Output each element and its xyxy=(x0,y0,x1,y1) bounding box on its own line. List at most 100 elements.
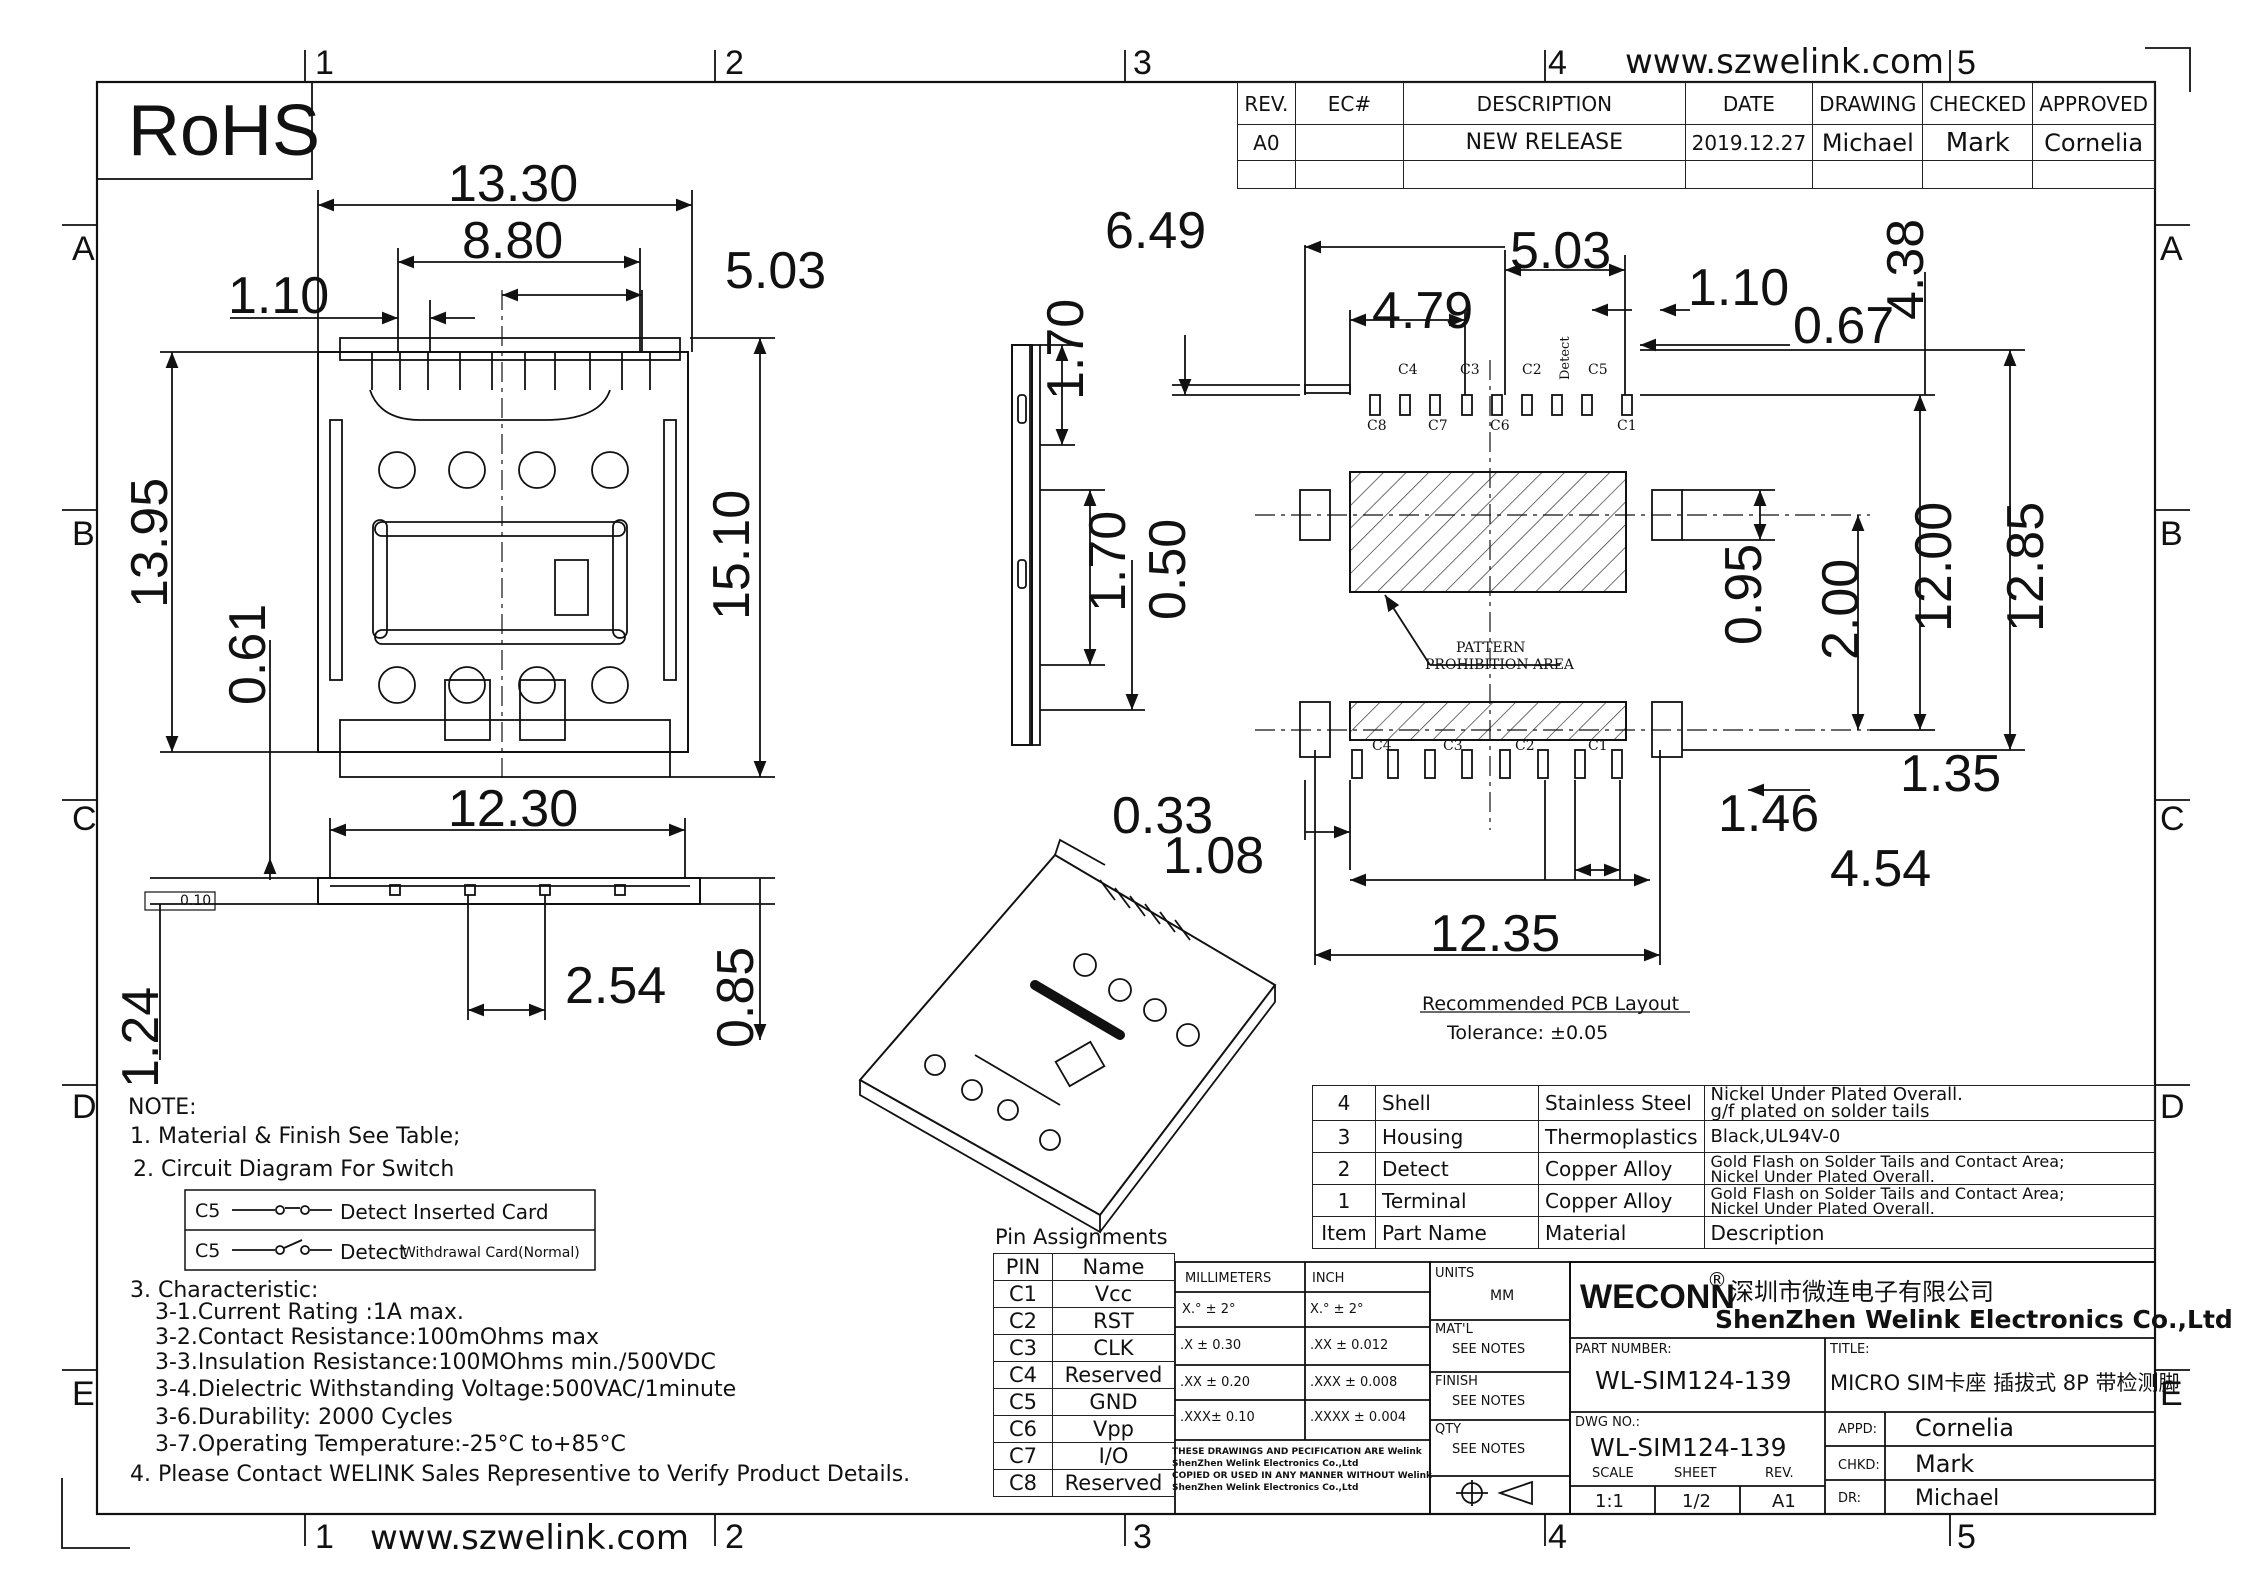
units-value: MM xyxy=(1490,1288,1515,1304)
rev-empty xyxy=(1294,160,1405,189)
tol-mm-0: X.° ± 2° xyxy=(1182,1302,1236,1317)
mat-item: 2 xyxy=(1312,1152,1376,1185)
qty-value: SEE NOTES xyxy=(1452,1442,1526,1457)
pad-label-c4-bottom: C4 xyxy=(1372,738,1392,754)
mat-part: Detect xyxy=(1375,1152,1539,1185)
notes-title: NOTE: xyxy=(128,1095,197,1120)
finish-label: FINISH xyxy=(1435,1374,1478,1389)
pin-assignments-title: Pin Assignments xyxy=(995,1225,1168,1249)
rev-empty xyxy=(1237,160,1296,189)
pin-id: C7 xyxy=(993,1442,1053,1470)
zone-bottom-5: 5 xyxy=(1957,1518,1976,1556)
dr-value: Michael xyxy=(1915,1486,2000,1511)
dim-13-30: 13.30 xyxy=(448,155,579,213)
dim-8-80: 8.80 xyxy=(462,212,564,270)
rev-header-description: DESCRIPTION xyxy=(1403,82,1686,125)
characteristic-2: 3-2.Contact Resistance:100mOhms max xyxy=(155,1325,599,1350)
prohibition-label: PROHIBITION AREA xyxy=(1425,657,1575,673)
rev-header-drawing: DRAWING xyxy=(1812,82,1924,125)
pad-label-c6: C6 xyxy=(1490,418,1510,434)
matl-value: SEE NOTES xyxy=(1452,1342,1526,1357)
characteristic-6: 3-7.Operating Temperature:-25°C to+85°C xyxy=(155,1432,626,1457)
switch1-pin: C5 xyxy=(195,1200,221,1222)
dim-0-61: 0.61 xyxy=(219,603,277,705)
revision-table: REV. EC# DESCRIPTION DATE DRAWING CHECKE… xyxy=(1237,82,2155,189)
pin-id: C5 xyxy=(993,1388,1053,1416)
table-row: 4 Shell Stainless Steel Nickel Under Pla… xyxy=(1312,1085,2156,1122)
mat-material: Thermoplastics xyxy=(1538,1120,1705,1153)
note-1: 1. Material & Finish See Table; xyxy=(130,1124,461,1149)
website-bottom[interactable]: www.szwelink.com xyxy=(370,1518,689,1558)
chkd-label: CHKD: xyxy=(1838,1458,1880,1473)
switch1-text: Detect Inserted Card xyxy=(340,1200,549,1224)
disclaimer-2: ShenZhen Welink Electronics Co.,Ltd xyxy=(1172,1459,1359,1469)
rev-value-rev: A0 xyxy=(1237,124,1296,161)
zone-right-a: A xyxy=(2160,230,2183,268)
website-top[interactable]: www.szwelink.com xyxy=(1625,42,1944,82)
rev-header-date: DATE xyxy=(1684,82,1814,125)
dim-4-79: 4.79 xyxy=(1372,282,1474,340)
dim-12-85: 12.85 xyxy=(1997,501,2055,632)
switch2-pin: C5 xyxy=(195,1240,221,1262)
dim-0-33: 0.33 xyxy=(1112,787,1214,845)
rev-value-ec xyxy=(1294,124,1405,161)
dwg-no[interactable]: WL-SIM124-139 xyxy=(1590,1433,1787,1462)
tol-mm-3: .XXX± 0.10 xyxy=(1180,1410,1255,1425)
part-number-label: PART NUMBER: xyxy=(1575,1342,1672,1357)
rev-header-checked: CHECKED xyxy=(1922,82,2034,125)
mat-desc-line2: g/f plated on solder tails xyxy=(1710,1101,1930,1122)
rev-value: A1 xyxy=(1772,1491,1796,1512)
dim-1-35: 1.35 xyxy=(1900,745,2002,803)
rev-empty xyxy=(1403,160,1686,189)
table-row: 1 Terminal Copper Alloy Gold Flash on So… xyxy=(1312,1184,2156,1217)
mat-part: Housing xyxy=(1375,1120,1539,1153)
pin-name: Reserved xyxy=(1052,1361,1175,1389)
mat-desc-line2: Nickel Under Plated Overall. xyxy=(1710,1166,1935,1186)
finish-value: SEE NOTES xyxy=(1452,1394,1526,1409)
tol-mm-1: .X ± 0.30 xyxy=(1180,1338,1242,1353)
pin-name: CLK xyxy=(1052,1334,1175,1362)
dim-12-35: 12.35 xyxy=(1430,905,1561,963)
flatness-value: 0.10 xyxy=(180,893,212,909)
tol-mm-header: MILLIMETERS xyxy=(1185,1271,1272,1286)
pin-name: Vpp xyxy=(1052,1415,1175,1443)
mat-header-part: Part Name xyxy=(1375,1216,1539,1249)
sheet-label: SHEET xyxy=(1674,1466,1717,1481)
disclaimer-3: COPIED OR USED IN ANY MANNER WITHOUT Wel… xyxy=(1172,1471,1433,1481)
mat-material: Stainless Steel xyxy=(1538,1085,1705,1121)
table-row: Item Part Name Material Description xyxy=(1312,1216,2156,1249)
mat-desc-line1: Gold Flash on Solder Tails and Contact A… xyxy=(1710,1151,2065,1171)
drawing-title: MICRO SIM卡座 插拔式 8P 带检测脚 xyxy=(1830,1371,2180,1395)
zone-top-1: 1 xyxy=(315,44,334,82)
pin-name: GND xyxy=(1052,1388,1175,1416)
pad-label-c3-top: C3 xyxy=(1460,362,1480,378)
rev-value-drawing: Michael xyxy=(1812,124,1924,161)
dim-15-10: 15.10 xyxy=(703,489,761,620)
mat-desc: Nickel Under Plated Overall.g/f plated o… xyxy=(1703,1085,2156,1122)
pcb-tolerance: Tolerance: ±0.05 xyxy=(1447,1022,1609,1044)
rev-header-rev: REV. xyxy=(1237,82,1296,125)
note-3: 3. Characteristic: xyxy=(130,1278,319,1303)
pin-name: Reserved xyxy=(1052,1469,1175,1497)
dim-1-10-pcb: 1.10 xyxy=(1688,259,1790,317)
qty-label: QTY xyxy=(1435,1422,1462,1437)
rev-value-checked: Mark xyxy=(1922,124,2034,161)
mat-desc: Black,UL94V-0 xyxy=(1703,1120,2156,1153)
title-label: TITLE: xyxy=(1830,1342,1870,1357)
mat-desc: Gold Flash on Solder Tails and Contact A… xyxy=(1703,1184,2156,1217)
chkd-value: Mark xyxy=(1915,1450,1975,1478)
zone-bottom-3: 3 xyxy=(1133,1518,1152,1556)
mat-header-description: Description xyxy=(1703,1216,2156,1249)
characteristic-5: 3-6.Durability: 2000 Cycles xyxy=(155,1405,453,1430)
dim-12-00: 12.00 xyxy=(1905,501,1963,632)
characteristic-3: 3-3.Insulation Resistance:100MOhms min./… xyxy=(155,1350,716,1375)
dim-1-08: 1.08 xyxy=(1163,827,1265,885)
dim-1-46: 1.46 xyxy=(1718,785,1820,843)
dim-1-24: 1.24 xyxy=(112,986,170,1088)
pad-label-c2-top: C2 xyxy=(1522,362,1542,378)
zone-bottom-4: 4 xyxy=(1548,1518,1567,1556)
part-number[interactable]: WL-SIM124-139 xyxy=(1595,1366,1792,1395)
